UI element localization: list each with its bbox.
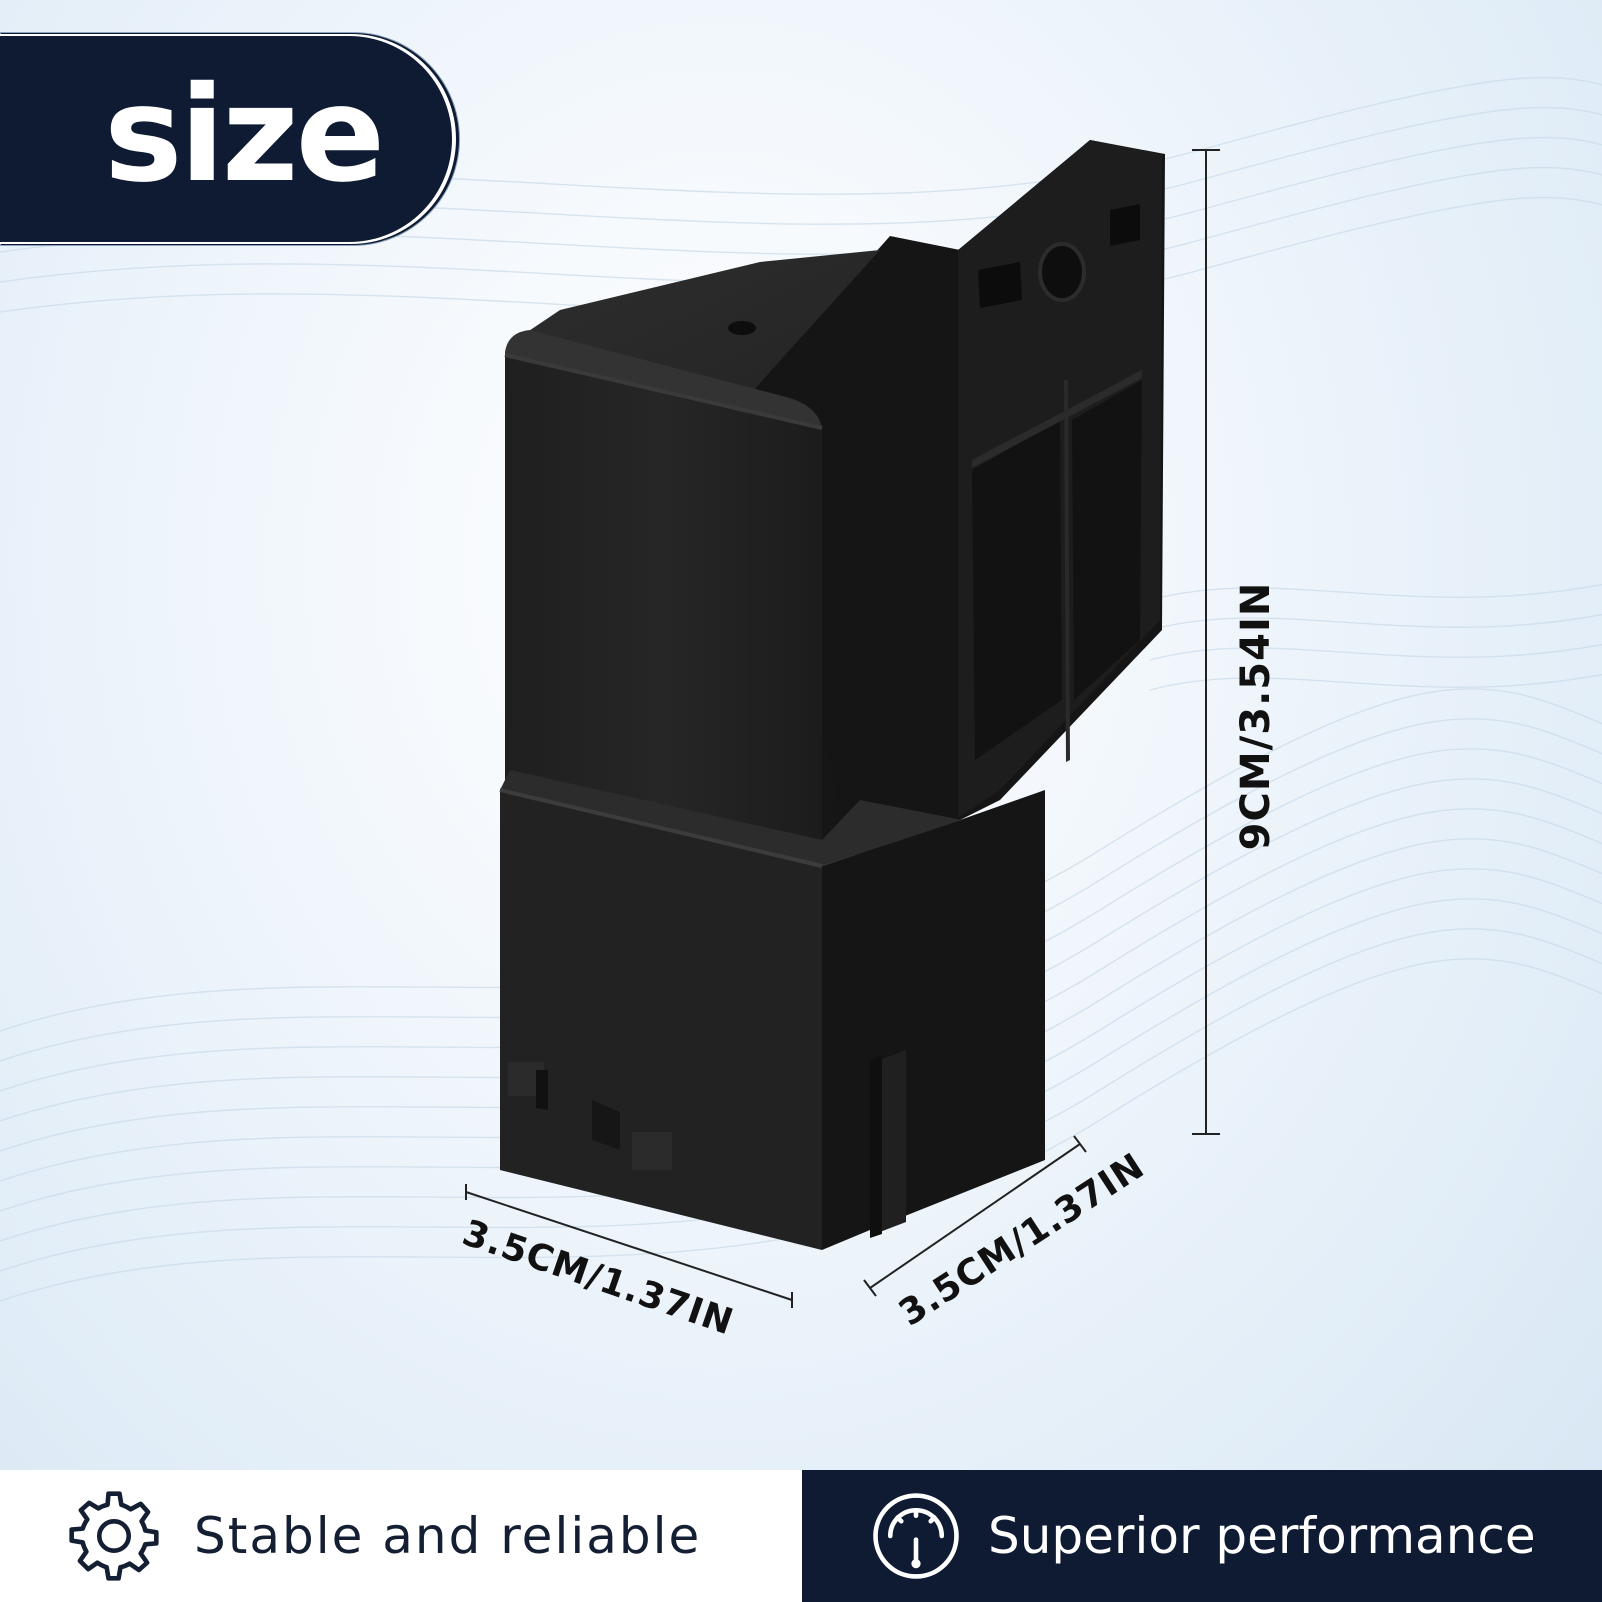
feature-superior-performance: Superior performance [802, 1470, 1602, 1602]
feature-superior-performance-label: Superior performance [988, 1507, 1536, 1565]
size-banner [0, 36, 452, 242]
feature-stable-reliable-label: Stable and reliable [194, 1507, 702, 1565]
feature-stable-reliable: Stable and reliable [0, 1470, 802, 1602]
size-banner-outline [0, 32, 460, 246]
size-title: size [104, 58, 385, 212]
relay-product-illustration [465, 140, 1220, 1308]
gear-icon [69, 1491, 159, 1581]
height-dimension-label: 9CM/3.54IN [1233, 581, 1279, 851]
gauge-icon [873, 1493, 959, 1579]
feature-footer: Stable and reliable Superior performance [0, 1470, 1602, 1602]
